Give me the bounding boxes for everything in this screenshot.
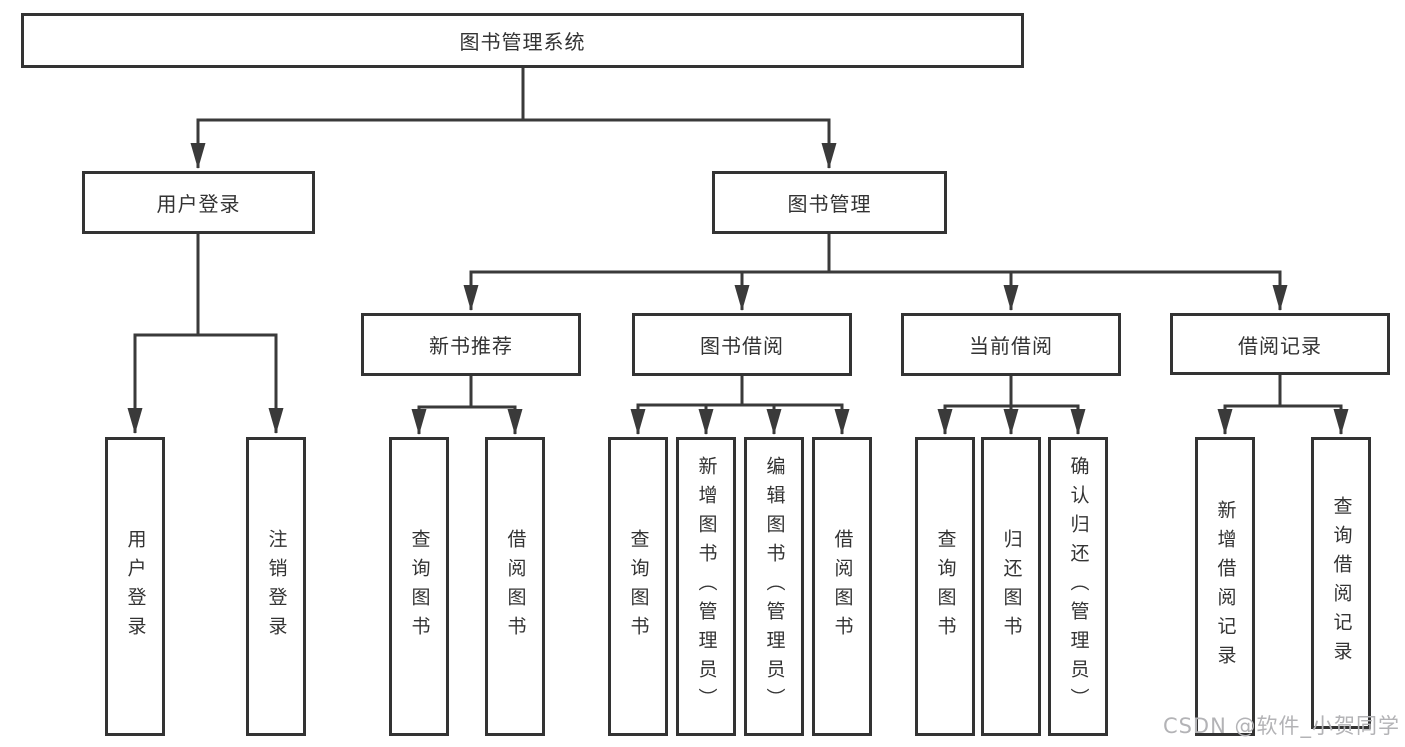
node-root: 图书管理系统 [21,13,1024,68]
leaf-cb-confirm-return-admin-label: 确认归还（管理员） [1067,456,1090,717]
leaf-bb-query-books-label: 查询图书 [627,528,650,645]
node-book-management: 图书管理 [712,171,947,234]
leaf-bb-add-books-admin: 新增图书（管理员） [676,437,736,736]
leaf-cb-confirm-return-admin: 确认归还（管理员） [1048,437,1108,736]
leaf-user-login-label: 用户登录 [124,528,147,645]
leaf-br-query-record-label: 查询借阅记录 [1330,496,1353,670]
leaf-nb-query-books: 查询图书 [389,437,449,736]
leaf-cb-return-books-label: 归还图书 [1000,528,1023,645]
node-borrow-records: 借阅记录 [1170,313,1390,375]
node-book-borrow-label: 图书借阅 [700,334,784,358]
leaf-cb-query-books: 查询图书 [915,437,975,736]
node-book-borrow: 图书借阅 [632,313,852,376]
node-book-management-label: 图书管理 [787,192,872,216]
node-new-book-recommend-label: 新书推荐 [429,334,513,358]
node-user-login-label: 用户登录 [156,192,241,216]
leaf-br-add-record: 新增借阅记录 [1195,437,1255,736]
leaf-br-query-record: 查询借阅记录 [1311,437,1371,729]
leaf-bb-borrow-books: 借阅图书 [812,437,872,736]
leaf-cb-return-books: 归还图书 [981,437,1041,736]
leaf-bb-add-books-admin-label: 新增图书（管理员） [695,456,718,717]
leaf-logout: 注销登录 [246,437,306,736]
leaf-nb-query-books-label: 查询图书 [408,528,431,645]
leaf-br-add-record-label: 新增借阅记录 [1214,499,1237,674]
leaf-nb-borrow-books: 借阅图书 [485,437,545,736]
node-root-label: 图书管理系统 [459,30,586,54]
node-borrow-records-label: 借阅记录 [1238,333,1322,358]
leaf-logout-label: 注销登录 [265,528,288,645]
leaf-bb-edit-books-admin-label: 编辑图书（管理员） [763,456,786,717]
csdn-watermark: CSDN @软件_小贺同学 [1162,714,1400,738]
node-current-borrow: 当前借阅 [901,313,1121,376]
node-current-borrow-label: 当前借阅 [969,334,1053,358]
leaf-nb-borrow-books-label: 借阅图书 [504,528,527,645]
leaf-bb-borrow-books-label: 借阅图书 [831,528,854,645]
leaf-user-login: 用户登录 [105,437,165,736]
leaf-bb-edit-books-admin: 编辑图书（管理员） [744,437,804,736]
leaf-bb-query-books: 查询图书 [608,437,668,736]
leaf-cb-query-books-label: 查询图书 [934,528,957,645]
node-user-login: 用户登录 [82,171,315,234]
node-new-book-recommend: 新书推荐 [361,313,581,376]
